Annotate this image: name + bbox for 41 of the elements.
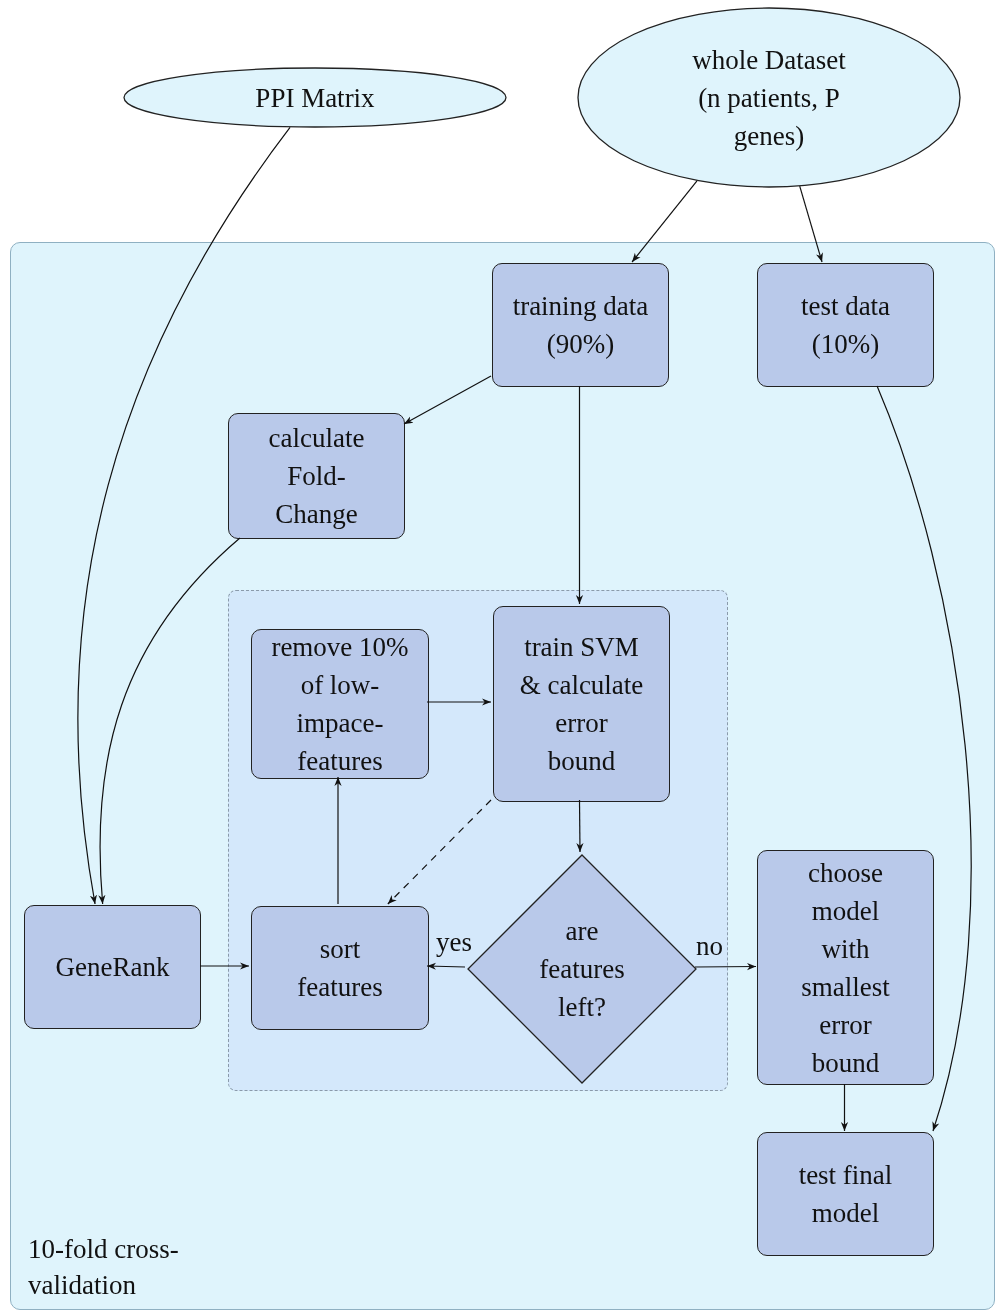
arrow — [98, 537, 241, 905]
dashed-group-region — [228, 590, 728, 1091]
process-box — [493, 606, 670, 802]
node-text: test final model — [797, 1159, 894, 1230]
node-text: are features left? — [538, 915, 626, 1024]
process-box — [251, 629, 429, 779]
process-box — [757, 850, 934, 1085]
node-text: GeneRank — [54, 951, 171, 984]
cross-validation-panel — [10, 242, 995, 1310]
process-box — [24, 905, 201, 1029]
arrow — [840, 1083, 849, 1132]
node-text: training data (90%) — [511, 290, 650, 361]
process-box — [251, 906, 429, 1030]
process-box — [228, 413, 405, 539]
arrow — [426, 962, 466, 970]
ellipse-node — [123, 67, 507, 128]
arrow — [575, 385, 584, 605]
node-text: remove 10% of low-impace-features — [270, 631, 410, 778]
process-box — [492, 263, 669, 387]
arrow — [199, 962, 250, 970]
arrow — [694, 962, 757, 971]
process-box — [757, 263, 934, 387]
panel-label: 10-fold cross-validation — [28, 1233, 180, 1302]
arrow — [576, 799, 584, 853]
node-text: calculate Fold-Change — [267, 422, 366, 531]
arrow — [334, 776, 342, 905]
node-text: train SVM & calculate error bound — [519, 631, 644, 778]
arrow — [799, 185, 823, 263]
arrow — [631, 180, 698, 263]
arrow — [876, 385, 972, 1132]
dashed-arrow — [387, 799, 492, 905]
process-box — [757, 1132, 934, 1256]
arrow — [426, 698, 492, 706]
arrow — [403, 375, 492, 425]
node-text: PPI Matrix — [254, 81, 376, 115]
arrow — [77, 126, 291, 905]
node-text: choose model with smallest error bound — [800, 856, 891, 1080]
ellipse-node — [577, 7, 961, 188]
node-text: sort features — [296, 933, 384, 1004]
node-text: test data (10%) — [799, 290, 892, 361]
node-text: whole Dataset (n patients, P genes) — [691, 43, 847, 153]
